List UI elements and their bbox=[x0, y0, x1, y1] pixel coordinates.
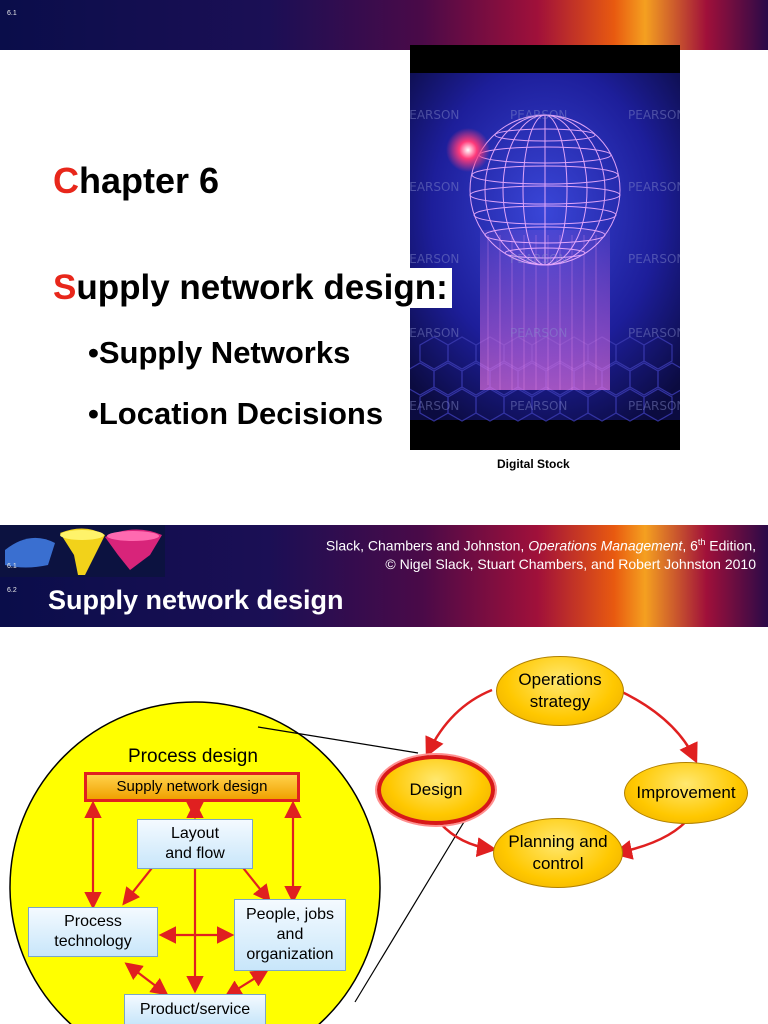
copyright-line: © Nigel Slack, Stuart Chambers, and Robe… bbox=[385, 555, 756, 572]
supply-network-design-box: Supply network design bbox=[84, 772, 300, 802]
process-design-heading: Process design bbox=[128, 746, 258, 767]
strategy-label: strategy bbox=[529, 692, 591, 711]
chapter-rest: hapter 6 bbox=[79, 160, 220, 201]
slide-1: 6.1 Chapter 6 Supply network design: •Su… bbox=[0, 0, 768, 471]
slide-2-header-band: 6.2 bbox=[0, 577, 768, 627]
chapter-initial: C bbox=[53, 160, 79, 201]
watermark-text: PEARSON bbox=[628, 399, 680, 413]
cycle-arrow bbox=[439, 822, 497, 858]
layout-label: Layout bbox=[170, 825, 220, 842]
watermark-text: PEARSON bbox=[628, 252, 680, 266]
watermark-text: PEARSON bbox=[410, 108, 459, 122]
process-diagram bbox=[9, 688, 698, 1024]
organization-label: organization bbox=[246, 946, 334, 963]
watermark-text: PEARSON bbox=[410, 180, 459, 194]
technology-label: technology bbox=[54, 933, 132, 950]
funnels-logo-icon bbox=[0, 525, 165, 577]
edition-suffix: th bbox=[697, 537, 706, 547]
layout-and-flow-box: Layout and flow bbox=[137, 819, 253, 869]
slide-number: 6.1 bbox=[7, 10, 17, 17]
operations-label: Operations bbox=[518, 670, 602, 689]
edition-number: , 6 bbox=[682, 537, 698, 554]
process-technology-box: Process technology bbox=[28, 907, 158, 957]
section-title: Supply network design: bbox=[53, 268, 452, 308]
slide-2-number: 6.2 bbox=[7, 587, 17, 594]
planning-and-control-node: Planning and control bbox=[493, 818, 623, 888]
section-initial: S bbox=[53, 268, 77, 307]
watermark-text: PEARSON bbox=[410, 326, 459, 340]
cycle-arrow bbox=[617, 688, 698, 764]
citation-authors: Slack, Chambers and Johnston, bbox=[325, 537, 529, 554]
operations-strategy-node: Operations strategy bbox=[496, 656, 624, 726]
bullet-location-decisions: •Location Decisions bbox=[88, 396, 384, 431]
connector-line bbox=[354, 811, 471, 1003]
globe-image: PEARSON PEARSON PEARSON PEARSON PEARSON … bbox=[402, 45, 687, 450]
people-jobs-label: People, jobs bbox=[245, 906, 335, 923]
slide-1-header-band: 6.1 bbox=[0, 0, 768, 50]
watermark-text: PEARSON bbox=[628, 180, 680, 194]
image-caption: Digital Stock bbox=[497, 457, 570, 471]
inner-arrow bbox=[224, 969, 269, 998]
slide-1-footer: 6.1 Slack, Chambers and Johnston, Operat… bbox=[0, 525, 768, 577]
slide-2-title: Supply network design bbox=[48, 585, 344, 615]
copyright-text: Slack, Chambers and Johnston, Operations… bbox=[326, 533, 756, 573]
section-rest: upply network design: bbox=[76, 268, 448, 307]
watermark-text: PEARSON bbox=[628, 326, 680, 340]
watermark-text: PEARSON bbox=[410, 252, 459, 266]
book-title: Operations Management bbox=[528, 537, 683, 554]
design-node: Design bbox=[377, 755, 495, 825]
improvement-node: Improvement bbox=[624, 762, 748, 824]
watermark-text: PEARSON bbox=[510, 326, 567, 340]
edition-word: Edition, bbox=[705, 537, 756, 554]
watermark-text: PEARSON bbox=[628, 108, 680, 122]
connector-line bbox=[257, 726, 419, 754]
control-label: control bbox=[532, 854, 584, 873]
footer-slide-number: 6.1 bbox=[7, 563, 17, 570]
watermark-text: PEARSON bbox=[510, 252, 567, 266]
people-jobs-organization-box: People, jobs and organization bbox=[234, 899, 346, 971]
watermark-text: PEARSON bbox=[410, 399, 459, 413]
inner-arrow bbox=[124, 962, 169, 996]
cycle-arrow bbox=[425, 688, 493, 758]
product-service-box: Product/service bbox=[124, 994, 266, 1024]
bullet-supply-networks: •Supply Networks bbox=[88, 335, 351, 370]
and-label: and bbox=[276, 926, 304, 943]
watermark-text: PEARSON bbox=[510, 108, 567, 122]
process-label: Process bbox=[64, 913, 122, 930]
chapter-title: Chapter 6 bbox=[53, 160, 219, 202]
flow-label: and flow bbox=[165, 845, 225, 862]
planning-label: Planning and bbox=[508, 832, 608, 851]
watermark-text: PEARSON bbox=[510, 399, 567, 413]
